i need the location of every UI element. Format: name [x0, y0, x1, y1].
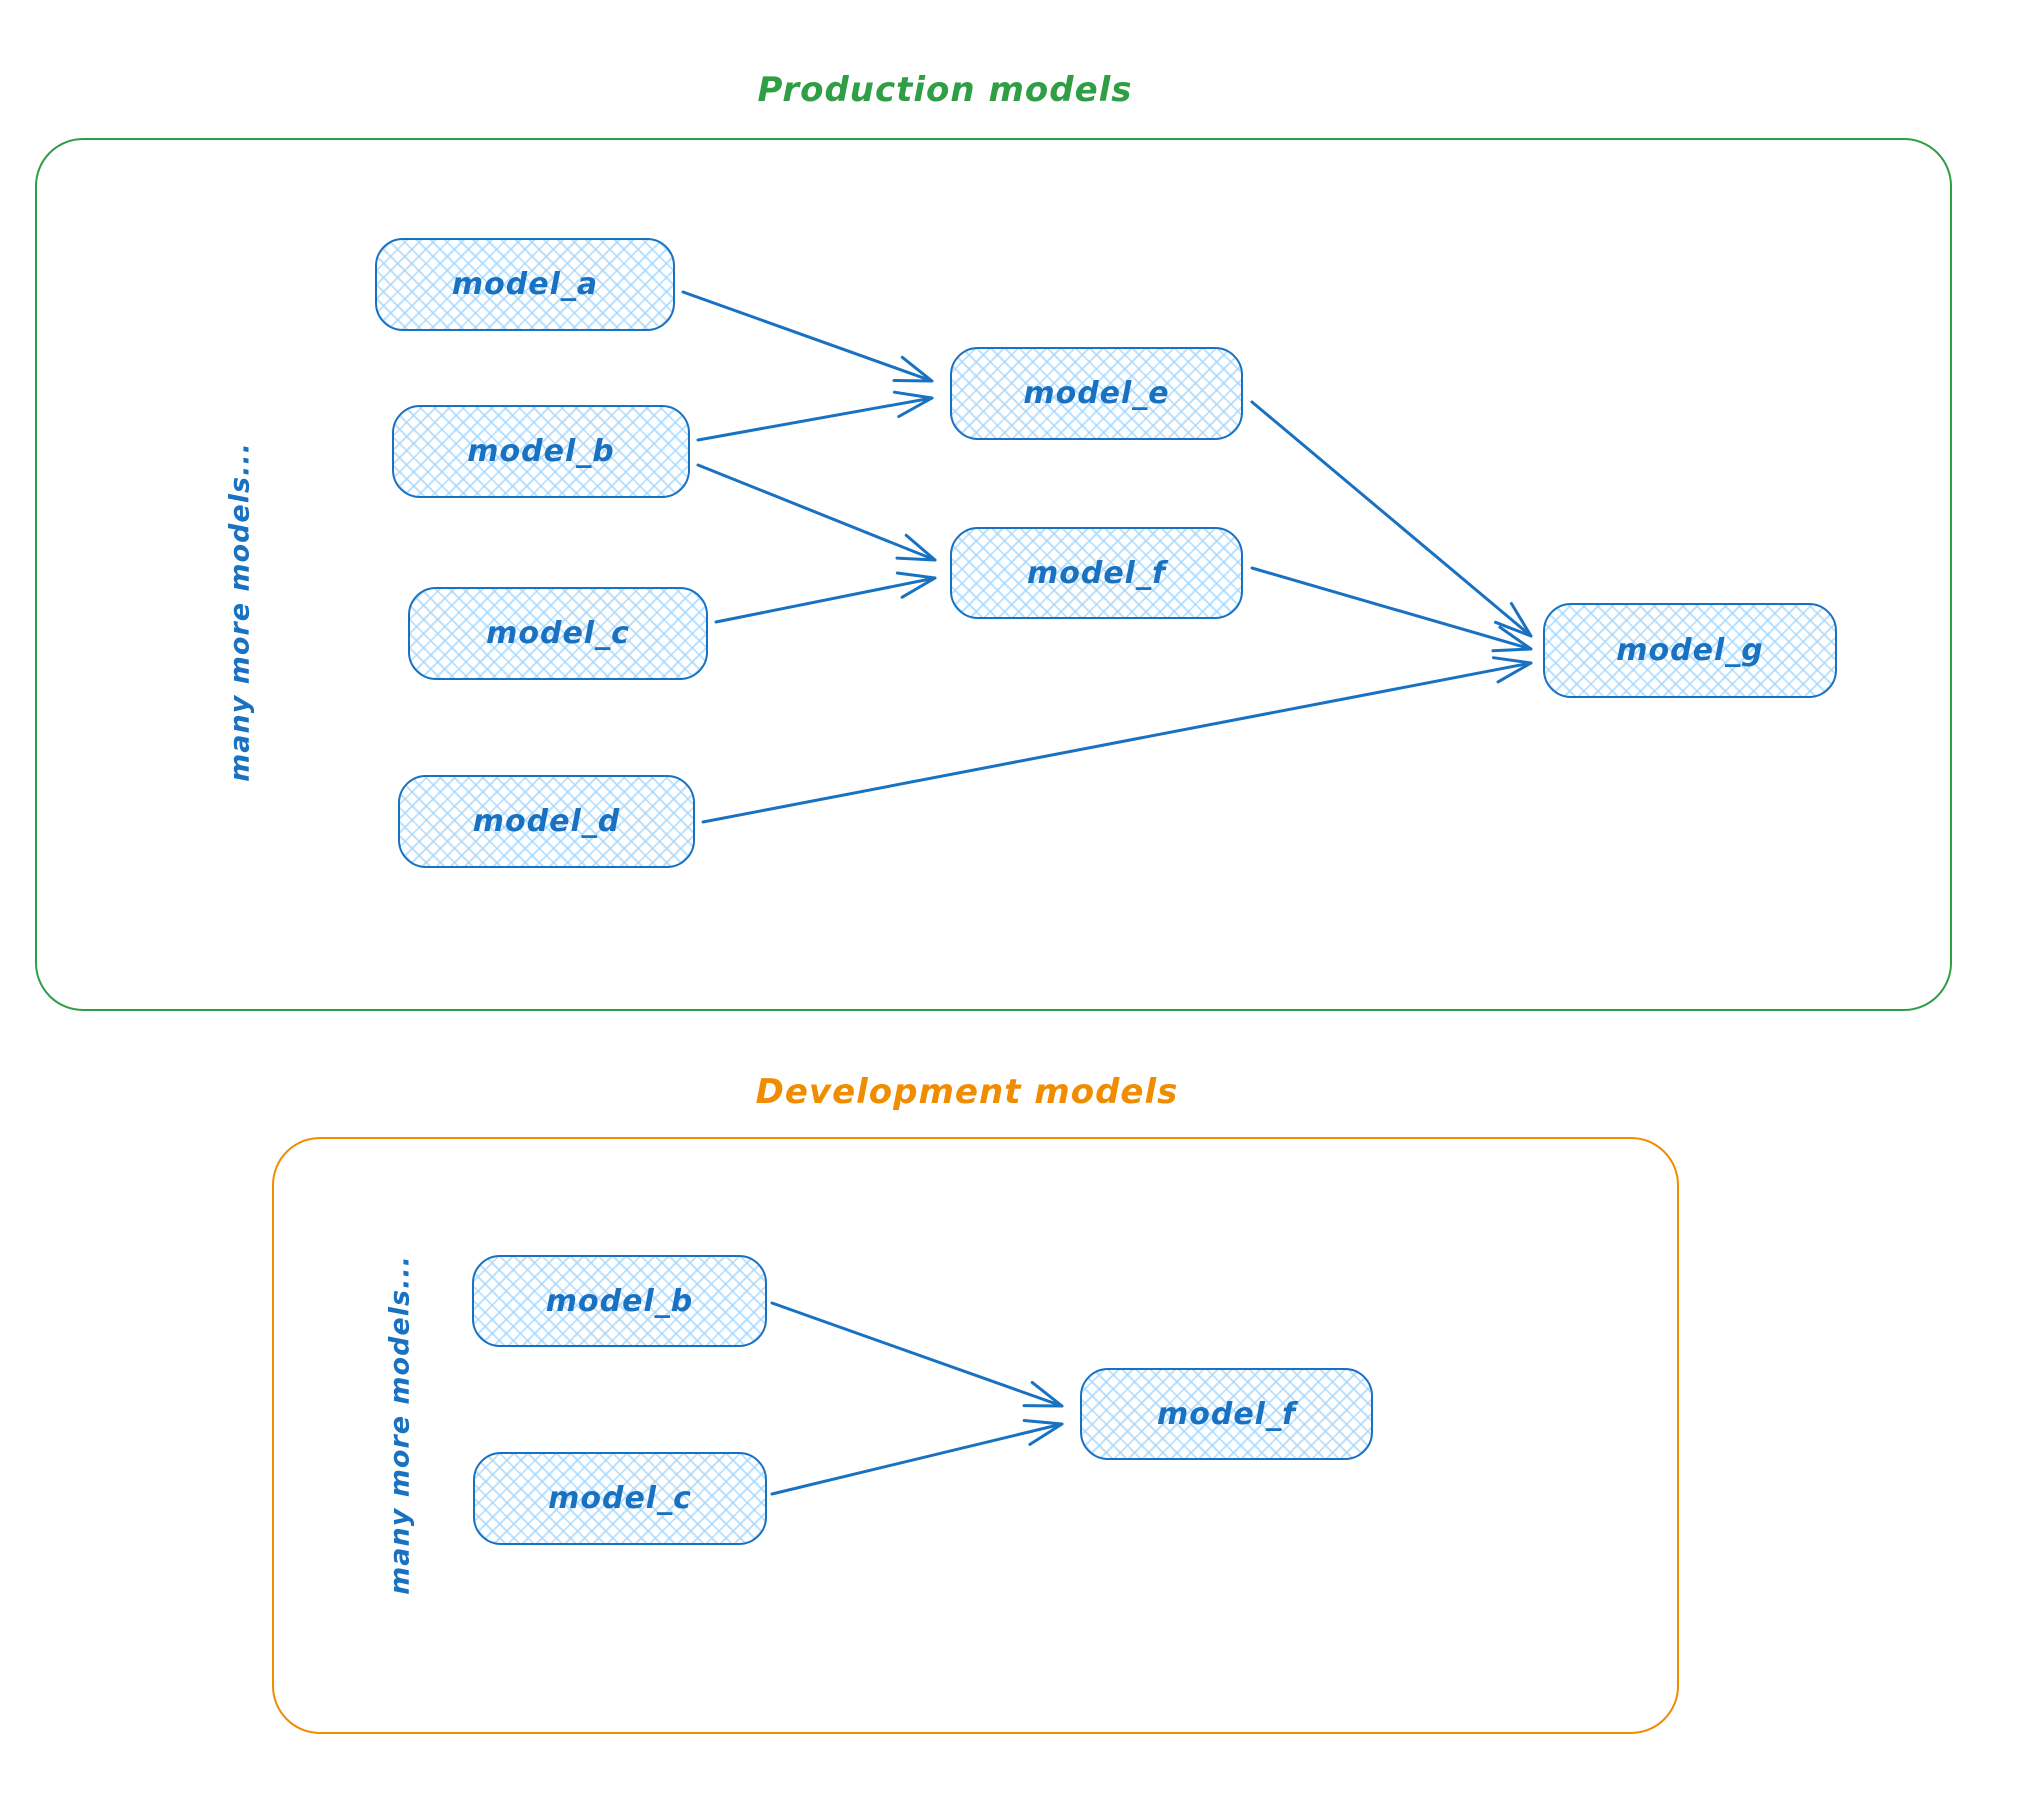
node-model_f-production: model_f [950, 527, 1243, 619]
development-side-label: many more models... [384, 1255, 416, 1595]
production-frame [35, 138, 1952, 1011]
node-model_b-production: model_b [392, 405, 690, 498]
node-model_e-production: model_e [950, 347, 1243, 440]
node-label-model_g: model_g [1616, 633, 1764, 668]
node-label-model_c: model_c [548, 1481, 692, 1516]
node-model_b-development: model_b [472, 1255, 767, 1347]
node-label-model_d: model_d [472, 804, 621, 839]
production-title: Production models [757, 70, 1133, 110]
node-model_g-production: model_g [1543, 603, 1837, 698]
development-frame [272, 1137, 1679, 1734]
node-label-model_a: model_a [451, 267, 599, 302]
production-side-label: many more models... [224, 442, 256, 782]
node-model_a-production: model_a [375, 238, 675, 331]
node-label-model_b: model_b [545, 1283, 694, 1319]
node-label-model_e: model_e [1023, 376, 1170, 411]
node-model_f-development: model_f [1080, 1368, 1373, 1460]
node-model_c-production: model_c [408, 587, 708, 680]
node-label-model_b: model_b [467, 434, 615, 469]
node-label-model_f: model_f [1156, 1396, 1297, 1432]
node-label-model_c: model_c [486, 616, 630, 651]
node-label-model_f: model_f [1026, 555, 1167, 591]
node-model_d-production: model_d [398, 775, 695, 868]
node-model_c-development: model_c [473, 1452, 767, 1545]
development-title: Development models [755, 1072, 1179, 1112]
